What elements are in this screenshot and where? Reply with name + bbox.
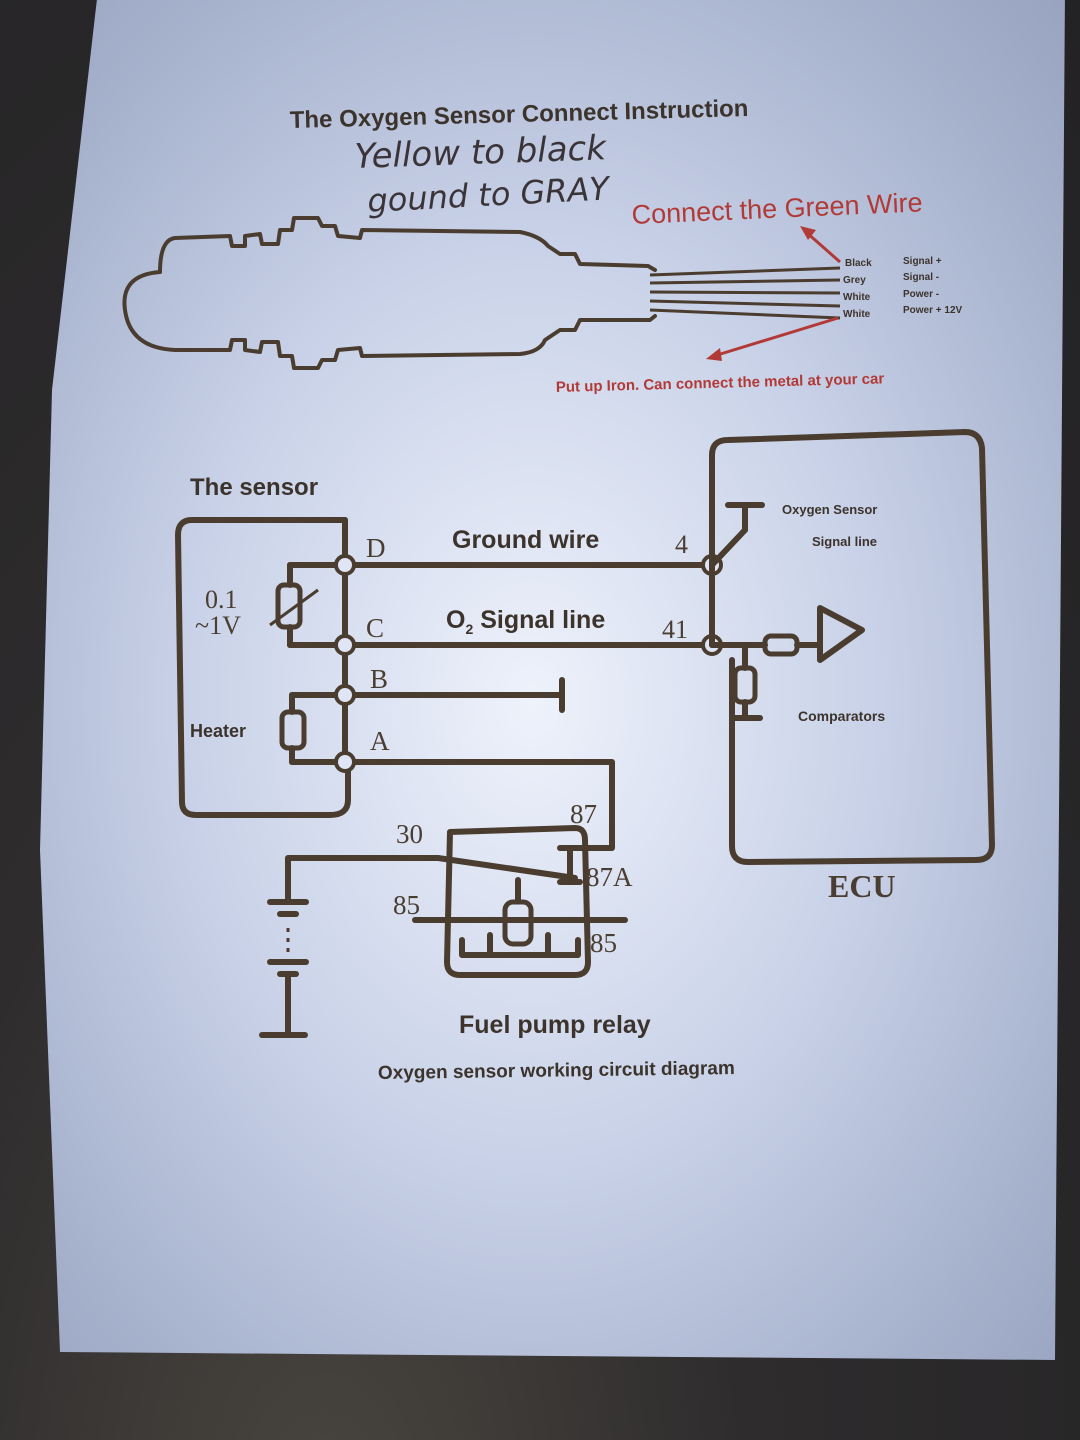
heater-label: Heater — [190, 721, 246, 741]
pin-d-label: D — [366, 533, 386, 563]
ground-wire-label: Ground wire — [452, 526, 599, 554]
red-arrow-down — [706, 316, 839, 361]
relay-label: Fuel pump relay — [459, 1011, 651, 1039]
wire-color-label: Black — [845, 258, 872, 269]
wire-color-label: Grey — [843, 275, 866, 286]
wire-function-label: Power + 12V — [903, 305, 963, 316]
ecu-signal-line-label-2: Signal line — [812, 534, 877, 549]
ground-pin-number: 4 — [675, 530, 688, 559]
heater-resistor — [279, 692, 348, 765]
voltage-top-label: 0.1 — [205, 585, 238, 614]
relay-pin-30: 30 — [396, 819, 423, 849]
sensor-box — [175, 517, 351, 818]
pin-a-label: A — [370, 726, 390, 756]
red-arrow-up — [800, 226, 841, 264]
sensor-label: The sensor — [190, 474, 318, 501]
wire-color-label: White — [843, 292, 871, 303]
ecu-box — [709, 429, 995, 865]
diagram-caption: Oxygen sensor working circuit diagram — [378, 1058, 735, 1084]
ecu-label: ECU — [828, 868, 896, 904]
ecu-signal-line-label-1: Oxygen Sensor — [782, 502, 877, 517]
relay-pin-87: 87 — [570, 799, 597, 829]
pin-c-label: C — [366, 613, 384, 643]
pin-b-label: B — [370, 664, 388, 694]
oxygen-sensor-drawing — [122, 216, 841, 370]
comparator — [709, 605, 865, 721]
iron-note: Put up Iron. Can connect the metal at yo… — [556, 370, 885, 396]
handwritten-note-1: Yellow to black — [354, 128, 608, 177]
ecu-ground-symbol — [709, 502, 765, 568]
sensor-pin-junctions — [334, 554, 723, 773]
pin-b-ground — [342, 677, 565, 713]
handwritten-note-2: gound to GRAY — [366, 169, 612, 220]
wire-legend: Black Signal + Grey Signal - White Power… — [843, 256, 963, 320]
voltage-bottom-label: ~1V — [195, 611, 241, 640]
title: The Oxygen Sensor Connect Instruction — [289, 95, 748, 134]
signal-pin-number: 41 — [662, 615, 688, 644]
sensor-element-resistor — [269, 562, 348, 648]
o2-signal-label: O2 Signal line — [446, 606, 605, 637]
wire-color-label: White — [843, 309, 871, 320]
relay-pin-87a: 87A — [586, 862, 633, 892]
comparators-label: Comparators — [798, 708, 885, 724]
green-wire-note: Connect the Green Wire — [631, 187, 923, 230]
fuel-pump-relay — [412, 825, 628, 978]
pin-a-to-relay-87 — [342, 759, 615, 851]
relay-pin-85-right: 85 — [590, 928, 617, 958]
relay-pin-85-left: 85 — [393, 890, 420, 920]
battery-circuit — [259, 855, 441, 1038]
wire-function-label: Signal - — [903, 272, 939, 283]
wire-function-label: Signal + — [903, 256, 942, 267]
paper-sheet — [40, 0, 1065, 1360]
wire-function-label: Power - — [903, 289, 939, 300]
